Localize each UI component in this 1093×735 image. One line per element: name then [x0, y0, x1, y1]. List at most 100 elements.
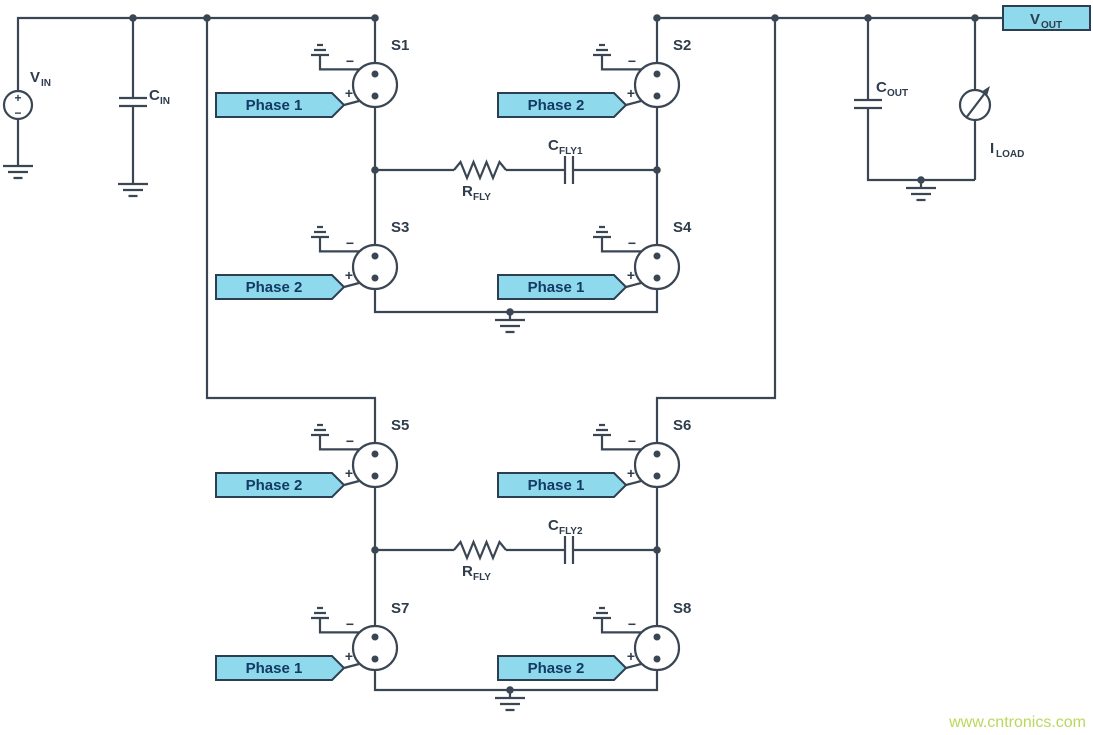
load-current-source: I LOAD [958, 86, 1024, 160]
vin-label: V [30, 69, 40, 86]
wire-vout-rail [655, 16, 1003, 63]
switch-s6-group: S6 Phase 1 [497, 417, 691, 498]
switch-s4-name: S4 [673, 219, 692, 236]
voltage-source-body [2, 89, 34, 121]
output-capacitor: C OUT [852, 79, 908, 110]
cfly1-label-sub: FLY1 [559, 146, 583, 157]
phase-connector-s4 [625, 281, 642, 289]
switch-s7-group: S7 Phase 1 [215, 600, 409, 681]
junction-dot [653, 14, 661, 22]
switch-s7-name: S7 [391, 600, 409, 617]
vout-label: V [1030, 11, 1040, 28]
switch-s3-group: S3 Phase 2 [215, 219, 409, 300]
phase-flag-s2 [497, 92, 628, 118]
switch-s8-group: S8 Phase 2 [497, 600, 691, 681]
phase-flag-s8-label: Phase 2 [528, 660, 585, 677]
vin-source: + − V IN [2, 69, 51, 121]
rfly2-resistor [452, 540, 508, 560]
switch-s8-name: S8 [673, 600, 691, 617]
wires [16, 16, 1003, 692]
phase-flag-s2-label: Phase 2 [528, 97, 585, 114]
phase-connector-s1 [343, 99, 360, 107]
junction-dot [129, 14, 137, 22]
phase-flag-s1-label: Phase 1 [246, 97, 303, 114]
junction-dots [129, 14, 979, 694]
cfly2-capacitor [563, 534, 575, 566]
wire-gnd-rail-bottom [373, 670, 659, 692]
phase-connector-s5 [343, 479, 360, 487]
switch-s5-group: S5 Phase 2 [215, 417, 409, 498]
watermark: www.cntronics.com [948, 714, 1086, 731]
phase-flag-s5 [215, 472, 346, 498]
vout-tag: V OUT [1002, 5, 1091, 31]
iload-label: I [990, 140, 994, 157]
iload-label-sub: LOAD [996, 149, 1024, 160]
phase-connector-s2 [625, 99, 642, 107]
cin-label: C [149, 87, 160, 104]
wire-cout [866, 18, 975, 182]
wire-vout-feed-s6 [655, 18, 777, 443]
fly-branch-1: R FLY C FLY1 [452, 137, 583, 203]
wire-fly2-network [373, 487, 659, 626]
switch-s1-group: S1 Phase 1 [215, 37, 409, 118]
rfly2-label-sub: FLY [473, 572, 491, 583]
phase-flag-s4-label: Phase 1 [528, 279, 585, 296]
junction-dot [653, 546, 661, 554]
fly-branch-2: R FLY C FLY2 [452, 517, 583, 583]
switch-s3-name: S3 [391, 219, 409, 236]
phase-flag-s7 [215, 655, 346, 681]
phase-connector-s8 [625, 662, 642, 670]
cout-label-sub: OUT [887, 88, 908, 99]
switch-s1-name: S1 [391, 37, 409, 54]
phase-flag-s6 [497, 472, 628, 498]
junction-dot [653, 166, 661, 174]
phase-flag-s4 [497, 274, 628, 300]
cfly2-label-sub: FLY2 [559, 526, 583, 537]
junction-dot [203, 14, 211, 22]
source-minus-sign: − [14, 106, 21, 120]
phase-flag-s8 [497, 655, 628, 681]
iload-arrow-head [981, 86, 990, 96]
phase-connector-s7 [343, 662, 360, 670]
junction-dot [864, 14, 872, 22]
cin-label-sub: IN [160, 96, 170, 107]
junction-dot [371, 166, 379, 174]
wire-vin-rail [16, 16, 377, 91]
ground-vin [1, 156, 35, 180]
phase-flag-s6-label: Phase 1 [528, 477, 585, 494]
source-plus-sign: + [14, 91, 21, 105]
cout-label: C [876, 79, 887, 96]
cfly1-label: C [548, 137, 559, 154]
phase-connector-s6 [625, 479, 642, 487]
junction-dot [371, 14, 379, 22]
ground-cin [116, 174, 150, 198]
ground-rail-bottom [493, 688, 527, 712]
switch-s6-name: S6 [673, 417, 691, 434]
wire-fly1-network [373, 107, 659, 245]
input-capacitor: C IN [117, 87, 170, 108]
junction-dot [971, 14, 979, 22]
junction-dot [371, 546, 379, 554]
phase-flag-s3 [215, 274, 346, 300]
switch-s4-group: S4 Phase 1 [497, 219, 692, 300]
cout-capacitor [852, 98, 884, 110]
iload-arrow-shaft [965, 92, 986, 119]
rfly1-label: R [462, 183, 473, 200]
junction-dot [771, 14, 779, 22]
wire-vin-feed-s5 [205, 18, 377, 443]
phase-connector-s3 [343, 281, 360, 289]
rfly1-resistor [452, 160, 508, 180]
phase-flag-s5-label: Phase 2 [246, 477, 303, 494]
cfly1-capacitor [563, 154, 575, 186]
ground-output [904, 178, 938, 202]
vout-label-sub: OUT [1041, 20, 1062, 31]
rfly1-label-sub: FLY [473, 192, 491, 203]
wire-gnd-rail-top [373, 289, 659, 314]
switch-s5-name: S5 [391, 417, 409, 434]
phase-flag-s3-label: Phase 2 [246, 279, 303, 296]
cin-capacitor [117, 96, 149, 108]
phase-flag-s7-label: Phase 1 [246, 660, 303, 677]
rfly2-label: R [462, 563, 473, 580]
switch-s2-name: S2 [673, 37, 691, 54]
